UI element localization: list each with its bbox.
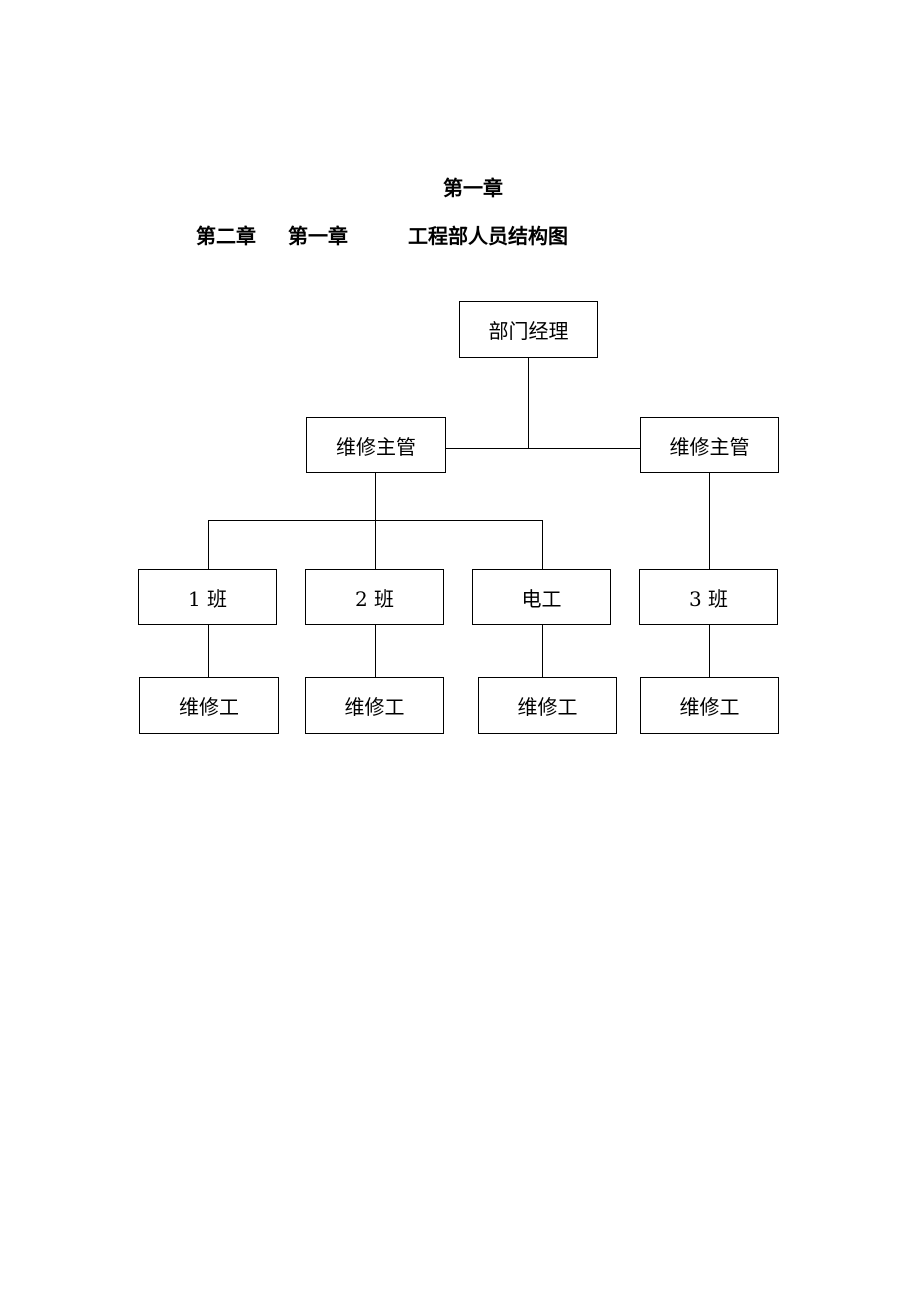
- connector-supervisors-horizontal: [445, 448, 641, 449]
- node-team-electric: 电工: [472, 569, 611, 625]
- connector-team3-worker: [709, 624, 710, 677]
- connector-manager-down: [528, 357, 529, 449]
- node-supervisor-left: 维修主管: [306, 417, 446, 473]
- node-worker-electric: 维修工: [478, 677, 617, 734]
- node-supervisor-right: 维修主管: [640, 417, 779, 473]
- node-worker-team-3: 维修工: [640, 677, 779, 734]
- connector-right-supervisor-down: [709, 472, 710, 569]
- node-worker-team-2: 维修工: [305, 677, 444, 734]
- connector-team1-up: [208, 520, 209, 569]
- node-team-1: 1 班: [138, 569, 277, 625]
- chapter-one-label: 第一章: [288, 224, 348, 248]
- connector-team2-worker: [375, 624, 376, 677]
- connector-electric-up: [542, 520, 543, 569]
- connector-team1-worker: [208, 624, 209, 677]
- connector-electric-worker: [542, 624, 543, 677]
- connector-teams-horizontal: [208, 520, 543, 521]
- node-department-manager: 部门经理: [459, 301, 598, 358]
- diagram-title: 工程部人员结构图: [408, 224, 568, 248]
- chapter-heading: 第一章: [443, 176, 503, 200]
- chapter-two-label: 第二章: [196, 224, 256, 248]
- node-worker-team-1: 维修工: [139, 677, 279, 734]
- node-team-2: 2 班: [305, 569, 444, 625]
- node-team-3: 3 班: [639, 569, 778, 625]
